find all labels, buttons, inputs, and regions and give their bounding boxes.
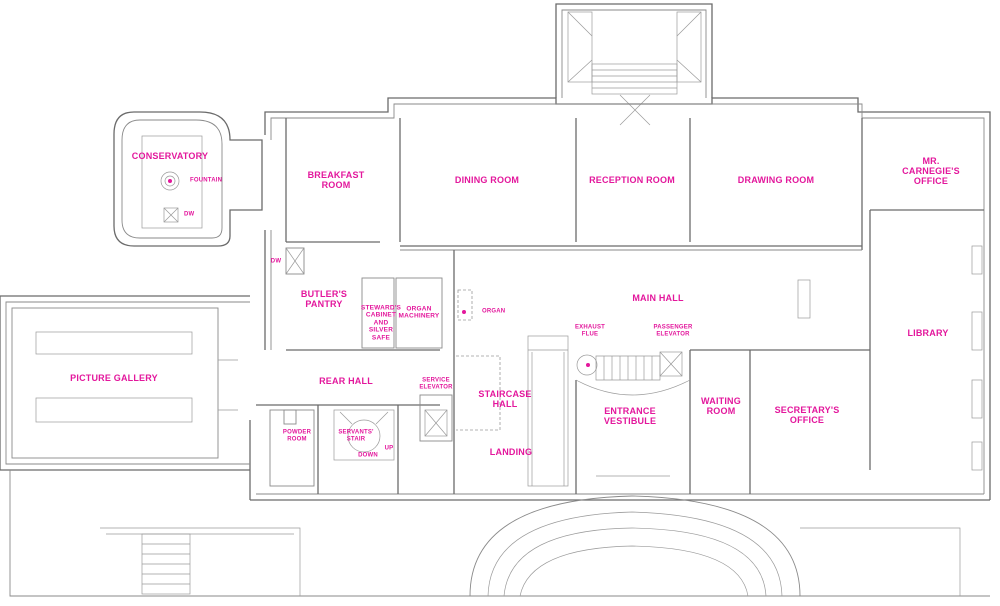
- staircase-hall-label: STAIRCASE HALL: [478, 388, 532, 409]
- waiting-room-label: WAITING ROOM: [701, 395, 741, 416]
- dining-room-label: DINING ROOM: [454, 174, 520, 185]
- picture-gallery-label: PICTURE GALLERY: [70, 372, 158, 383]
- dw-pantry-label: DW: [270, 258, 282, 265]
- conservatory-wing: [113, 111, 263, 247]
- fountain-label: FOUNTAIN: [190, 177, 223, 184]
- stewards-cabinet-label: STEWARD'S CABINET AND SILVER SAFE: [360, 304, 402, 342]
- drawing-room-label: DRAWING ROOM: [737, 174, 815, 185]
- organ-marker: [462, 310, 466, 314]
- entrance-vestibule-label: ENTRANCE VESTIBULE: [603, 405, 657, 426]
- picture-gallery-wing: [0, 295, 250, 471]
- exhaust-flue-marker: [586, 363, 590, 367]
- main-building: [249, 97, 991, 501]
- powder-room-label: POWDER ROOM: [282, 429, 312, 442]
- service-elevator-label: SERVICE ELEVATOR: [419, 377, 453, 390]
- conservatory-label: CONSERVATORY: [131, 150, 209, 161]
- carnegie-office-label: MR. CARNEGIE'S OFFICE: [902, 155, 960, 187]
- butlers-pantry-label: BUTLER'S PANTRY: [300, 288, 348, 309]
- south-terrace: [9, 470, 990, 597]
- reception-room-label: RECEPTION ROOM: [589, 174, 675, 185]
- main-hall-label: MAIN HALL: [632, 292, 684, 303]
- dw-conservatory-label: DW: [184, 211, 195, 218]
- library-label: LIBRARY: [907, 327, 949, 338]
- organ-label: ORGAN: [482, 308, 506, 315]
- servants-stair-label: SERVANTS' STAIR: [338, 429, 374, 442]
- rear-hall-label: REAR HALL: [319, 375, 373, 386]
- down-label: DOWN: [358, 452, 378, 459]
- breakfast-room-label: BREAKFAST ROOM: [307, 169, 365, 190]
- fountain-marker: [168, 179, 172, 183]
- exhaust-flue-label: EXHAUST FLUE: [574, 324, 606, 337]
- passenger-elevator-label: PASSENGER ELEVATOR: [653, 324, 693, 337]
- landing-label: LANDING: [489, 446, 533, 457]
- secretarys-office-label: SECRETARY'S OFFICE: [774, 404, 840, 425]
- up-label: UP: [384, 445, 394, 452]
- organ-machinery-label: ORGAN MACHINERY: [398, 305, 440, 320]
- north-portico: [555, 3, 713, 126]
